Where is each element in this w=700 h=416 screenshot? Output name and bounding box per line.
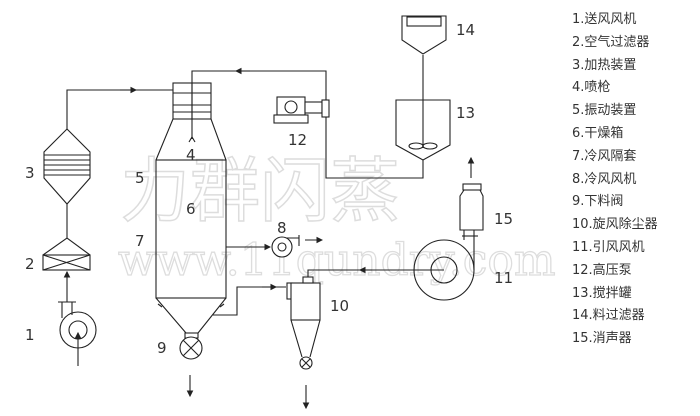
watermark-brand: 力群闪蒸	[120, 150, 400, 232]
material-filter	[401, 15, 447, 55]
legend-item: 4.喷枪	[572, 80, 611, 96]
label-5: 5	[135, 169, 145, 187]
heater	[43, 86, 173, 205]
label-13: 13	[456, 104, 475, 122]
legend-item: 12.高压泵	[572, 262, 632, 278]
high-pressure-pump	[273, 96, 424, 179]
legend-item: 1.送风风机	[572, 12, 637, 27]
cyclone-separator	[213, 266, 444, 410]
legend-item: 10.旋风除尘器	[572, 217, 658, 233]
induced-draft-fan	[413, 230, 478, 301]
legend: 1.送风风机 2.空气过滤器 3.加热装置 4.喷枪 5.振动装置 6.干燥箱 …	[572, 9, 658, 351]
label-1: 1	[25, 326, 35, 344]
discharge-valve	[179, 332, 203, 398]
label-9: 9	[157, 339, 167, 357]
drying-chamber	[155, 118, 227, 334]
label-8: 8	[277, 219, 287, 237]
label-12: 12	[288, 131, 307, 149]
watermark: 力群闪蒸 www.11qundry.com	[117, 149, 556, 286]
air-filter	[42, 204, 91, 271]
legend-item: 2.空气过滤器	[572, 34, 650, 50]
label-6: 6	[186, 200, 196, 218]
supply-fan	[58, 270, 97, 366]
label-2: 2	[25, 255, 35, 273]
cooling-fan	[226, 235, 324, 258]
label-3: 3	[25, 164, 35, 182]
watermark-url: www.11qundry.com	[118, 235, 556, 286]
legend-item: 3.加热装置	[572, 57, 637, 73]
legend-item: 7.冷风隔套	[572, 148, 637, 164]
spray-gun	[188, 67, 327, 143]
label-14: 14	[456, 21, 475, 39]
label-10: 10	[330, 297, 349, 315]
legend-item: 8.冷风风机	[572, 171, 637, 187]
legend-item: 11.引风风机	[572, 239, 645, 255]
silencer	[459, 156, 484, 231]
label-4: 4	[186, 146, 196, 164]
legend-item: 13.搅拌罐	[572, 285, 632, 301]
legend-item: 15.消声器	[572, 331, 632, 347]
legend-item: 9.下料阀	[572, 194, 624, 210]
legend-item: 14.料过滤器	[572, 308, 645, 324]
legend-item: 6.干燥箱	[572, 125, 624, 141]
mixing-tank	[395, 55, 451, 161]
label-15: 15	[494, 210, 513, 228]
label-7: 7	[135, 232, 145, 250]
legend-item: 5.振动装置	[572, 103, 637, 119]
label-11: 11	[494, 269, 513, 287]
